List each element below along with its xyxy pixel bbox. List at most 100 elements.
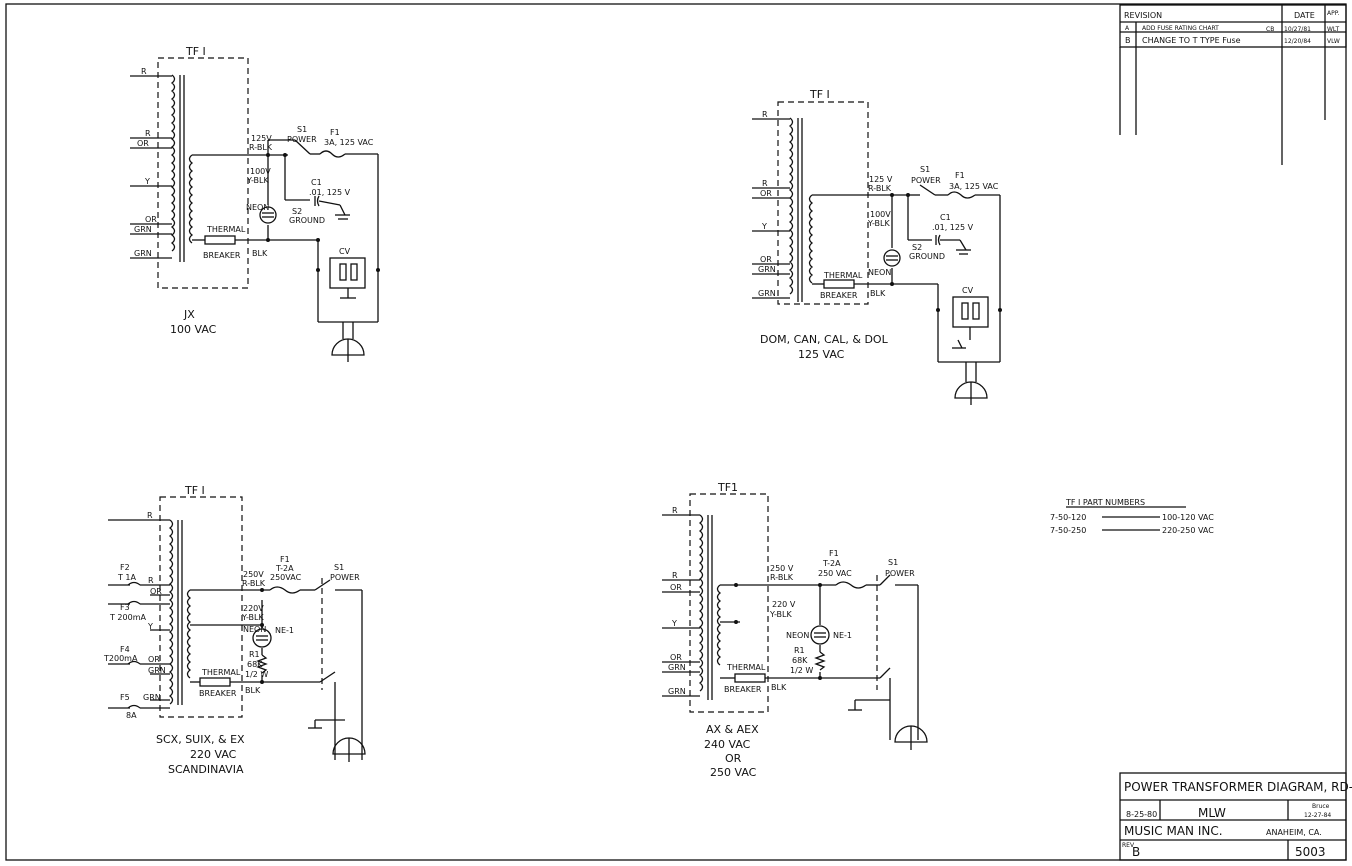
- tap-r1: R: [141, 67, 147, 76]
- f1-fuse: [319, 150, 346, 158]
- blk-label: BLK: [252, 249, 268, 258]
- s1-label: S1: [297, 125, 307, 134]
- r1-value: 68K: [247, 660, 263, 669]
- f1-label: F1: [280, 555, 290, 564]
- neon-label: NEON: [868, 268, 891, 277]
- cv-label: CV: [962, 286, 974, 295]
- title-block: POWER TRANSFORMER DIAGRAM, RD-50 8-25-80…: [1119, 772, 1352, 861]
- caption-jx: JX: [183, 308, 195, 321]
- c1-label: C1: [311, 178, 322, 187]
- diagram-scx: TF I R R OR Y OR GRN GRN F2 T 1A F3 T 20…: [103, 484, 366, 776]
- neon-lamp: [883, 249, 901, 267]
- primary-coil: [788, 117, 794, 295]
- blk-label: BLK: [245, 686, 261, 695]
- tap-grn2: GRN: [668, 687, 686, 696]
- rev-a-app: WLT: [1327, 26, 1339, 33]
- primary-coil: [698, 514, 704, 692]
- f4-label: F4: [120, 645, 130, 654]
- drawn-date: 8-25-80: [1126, 810, 1157, 819]
- app-header: APP.: [1327, 10, 1339, 17]
- secondary-coil: [188, 154, 194, 244]
- tap-or1: OR: [670, 583, 682, 592]
- f1-label: F1: [955, 171, 965, 180]
- v100-label: 100V: [250, 167, 271, 176]
- drawing-number: 5003: [1295, 845, 1326, 859]
- neon-label: NEON: [786, 631, 809, 640]
- caption-ax-or: OR: [725, 752, 742, 765]
- f3-value: T 200mA: [109, 613, 146, 622]
- part-range-2: 220-250 VAC: [1162, 526, 1214, 535]
- secondary-coil: [716, 584, 722, 666]
- rev-a-initials: CB: [1266, 26, 1274, 33]
- s1-label: S1: [888, 558, 898, 567]
- rev-letter: B: [1132, 845, 1140, 859]
- f5-label: F5: [120, 693, 130, 702]
- diagram-dom: TF I R R OR Y OR GRN GRN: [752, 88, 1002, 405]
- c1-label: C1: [940, 213, 951, 222]
- part-range-1: 100-120 VAC: [1162, 513, 1214, 522]
- caption-scx-voltage: 220 VAC: [190, 748, 237, 761]
- f1-value: 3A, 125 VAC: [949, 182, 999, 191]
- breaker-label: BREAKER: [820, 291, 858, 300]
- tap-y: Y: [144, 177, 150, 186]
- c1-value: .01, 125 V: [932, 223, 974, 232]
- f1-value2: 250 VAC: [818, 569, 852, 578]
- cv-outlet: [329, 257, 366, 289]
- r1-label: R1: [249, 650, 260, 659]
- part-number-1: 7-50-120: [1050, 513, 1086, 522]
- caption-dom: DOM, CAN, CAL, & DOL: [760, 333, 889, 346]
- breaker-label: BREAKER: [203, 251, 241, 260]
- ground-label: GROUND: [289, 216, 325, 225]
- diagram-jx: TF I R R OR Y OR GRN GRN: [130, 45, 380, 362]
- rblk-label: R-BLK: [242, 579, 266, 588]
- v100-label: 100V: [870, 210, 891, 219]
- f3-label: F3: [120, 603, 130, 612]
- f4-fuse: [127, 660, 141, 665]
- ne1-label: NE-1: [833, 631, 852, 640]
- rev-a-letter: A: [1125, 25, 1130, 32]
- company-name: MUSIC MAN INC.: [1124, 824, 1223, 838]
- caption-ax: AX & AEX: [706, 723, 759, 736]
- f3-fuse: [127, 600, 141, 605]
- tf1-label: TF1: [717, 481, 738, 494]
- tap-grn2: GRN: [758, 289, 776, 298]
- f1-fuse: [835, 581, 867, 589]
- r1-resistor: [256, 654, 268, 674]
- tf1-label: TF I: [184, 484, 205, 497]
- cv-outlet: [952, 296, 989, 328]
- tf1-label: TF I: [809, 88, 830, 101]
- tf1-enclosure: [689, 493, 769, 713]
- r1-label: R1: [794, 646, 805, 655]
- yblk-label: Y-BLK: [241, 613, 264, 622]
- rblk-label: R-BLK: [249, 143, 273, 152]
- r1-value: 68K: [792, 656, 808, 665]
- rev-b-letter: B: [1125, 36, 1131, 45]
- tap-grn2: GRN: [143, 693, 161, 702]
- neon-lamp: [259, 206, 277, 224]
- blk-label: BLK: [870, 289, 886, 298]
- primary-coil: [170, 74, 176, 252]
- ac-plug: [332, 737, 366, 755]
- tap-grn1: GRN: [134, 225, 152, 234]
- tap-grn1: GRN: [668, 663, 686, 672]
- rev-b-date: 12/20/84: [1284, 38, 1311, 45]
- tap-r1: R: [147, 511, 153, 520]
- thermal-breaker: [734, 673, 766, 683]
- ac-plug: [954, 381, 988, 399]
- thermal-breaker: [823, 279, 855, 289]
- cv-label: CV: [339, 247, 351, 256]
- tf1-enclosure: [157, 57, 249, 289]
- f1-label: F1: [330, 128, 340, 137]
- tap-or2: OR: [670, 653, 682, 662]
- caption-scx-region: SCANDINAVIA: [168, 763, 244, 776]
- caption-ax-voltage2: 250 VAC: [710, 766, 757, 779]
- part-numbers-title: TF I PART NUMBERS: [1065, 498, 1145, 507]
- tf1-label: TF I: [185, 45, 206, 58]
- ne1-lamp: [810, 625, 830, 645]
- rev-b-app: VLW: [1327, 38, 1340, 45]
- checked-by: Bruce: [1312, 803, 1330, 810]
- power-label: POWER: [287, 135, 317, 144]
- c1-value: .01, 125 V: [309, 188, 351, 197]
- secondary-coil: [186, 589, 192, 679]
- v125-label: 125 V: [869, 175, 893, 184]
